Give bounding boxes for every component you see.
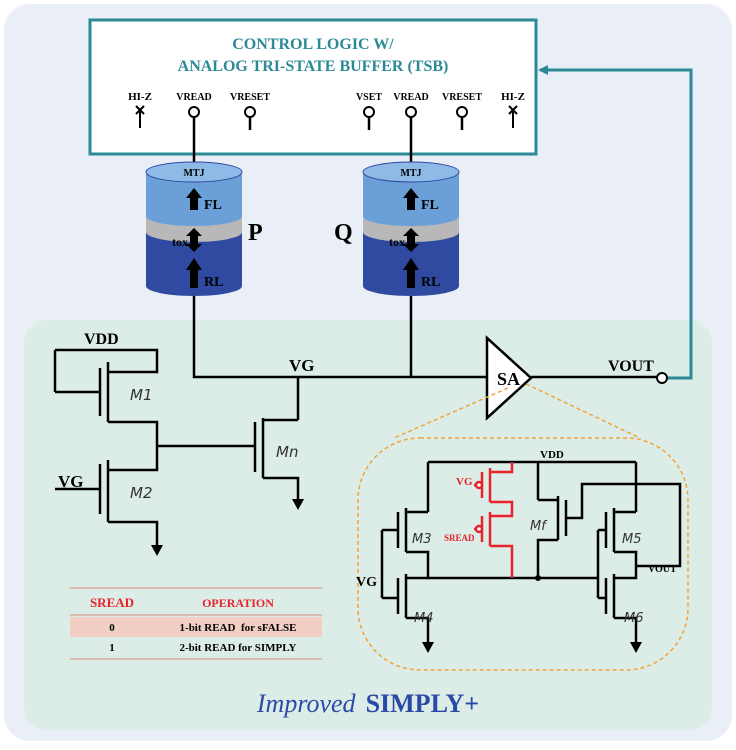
ground-arrows bbox=[151, 499, 304, 556]
vreset-terminal-left bbox=[244, 106, 256, 130]
inner-panel bbox=[24, 320, 712, 730]
footer-bold: SIMPLY+ bbox=[366, 689, 480, 718]
terminal-label-hiz-right: HI-Z bbox=[501, 91, 525, 103]
sa-vg-red-label: VG bbox=[456, 476, 473, 488]
mtj-q-rl: RL bbox=[421, 275, 440, 290]
vg-input-label: VG bbox=[58, 472, 84, 491]
terminal-label-vset: VSET bbox=[356, 92, 382, 103]
terminal-label-hiz-left: HI-Z bbox=[128, 91, 152, 103]
footer-title: Improved SIMPLY+ bbox=[256, 689, 479, 718]
mtj-q-label: MTJ bbox=[400, 168, 421, 179]
feedback-path bbox=[538, 65, 693, 380]
sense-amplifier: SA bbox=[485, 335, 533, 421]
table-row-1-sread: 0 bbox=[109, 622, 115, 634]
terminal-label-vread-left: VREAD bbox=[176, 92, 212, 103]
table-row-1-operation: 1-bit READ for sFALSE bbox=[180, 622, 297, 634]
hiz-terminal-right bbox=[508, 105, 518, 128]
table-row-2-operation: 2-bit READ for SIMPLY bbox=[179, 642, 296, 654]
mtj-q-name: Q bbox=[334, 220, 353, 246]
sa-m6-label: M6 bbox=[624, 611, 644, 626]
sa-detail-wiring bbox=[380, 460, 682, 643]
mtj-q-fl: FL bbox=[421, 198, 439, 213]
mtj-p-fl: FL bbox=[204, 198, 222, 213]
control-logic-title-2: ANALOG TRI-STATE BUFFER (TSB) bbox=[178, 58, 449, 75]
vreset-terminal-right bbox=[456, 106, 468, 130]
hiz-terminal-left bbox=[135, 105, 145, 128]
footer-italic: Improved bbox=[256, 689, 357, 718]
sa-detail-grounds bbox=[422, 642, 642, 653]
mtj-p-name: P bbox=[248, 220, 263, 246]
table-header-sread: SREAD bbox=[90, 595, 134, 610]
terminal-label-vreset-left: VRESET bbox=[230, 92, 270, 103]
control-logic-block: CONTROL LOGIC W/ ANALOG TRI-STATE BUFFER… bbox=[88, 18, 538, 156]
sa-junction-dot bbox=[535, 575, 541, 581]
sa-vg-left-label: VG bbox=[356, 575, 377, 590]
sread-table: SREAD OPERATION 0 1-bit READ for sFALSE … bbox=[70, 587, 322, 660]
sa-sread-red-label: SREAD bbox=[444, 533, 475, 543]
sa-red-transistors bbox=[474, 462, 514, 578]
main-wiring bbox=[53, 296, 657, 546]
terminal-label-vread-right: VREAD bbox=[393, 92, 429, 103]
mtj-q-tox: tox bbox=[389, 235, 405, 249]
m2-label: M2 bbox=[130, 484, 153, 502]
mtj-p-rl: RL bbox=[204, 275, 223, 290]
mn-label: Mn bbox=[276, 443, 298, 461]
vread-terminal-left bbox=[188, 106, 200, 154]
sa-vout-label: VOUT bbox=[648, 564, 677, 575]
vout-terminal bbox=[656, 372, 668, 384]
table-header-operation: OPERATION bbox=[202, 596, 274, 610]
sa-vdd-label: VDD bbox=[540, 449, 564, 461]
mtj-q: MTJ FL tox RL Q bbox=[334, 154, 460, 296]
sa-m5-label: M5 bbox=[622, 532, 642, 547]
mtj-p-label: MTJ bbox=[183, 168, 204, 179]
table-row-shade bbox=[70, 617, 322, 637]
vread-terminal-right bbox=[405, 106, 417, 154]
vg-node-label: VG bbox=[289, 356, 315, 375]
mtj-p: MTJ FL tox RL P bbox=[145, 154, 263, 296]
sa-label: SA bbox=[497, 369, 520, 389]
vset-terminal bbox=[363, 106, 375, 130]
sa-m3-label: M3 bbox=[412, 532, 432, 547]
mtj-p-tox: tox bbox=[172, 235, 188, 249]
control-logic-title-1: CONTROL LOGIC W/ bbox=[232, 36, 394, 53]
vdd-label: VDD bbox=[84, 331, 119, 348]
zoom-callout bbox=[357, 383, 689, 671]
sa-m4-label: M4 bbox=[414, 611, 434, 626]
m1-label: M1 bbox=[130, 386, 153, 404]
table-row-2-sread: 1 bbox=[109, 642, 115, 654]
terminal-label-vreset-right: VRESET bbox=[442, 92, 482, 103]
vout-label: VOUT bbox=[608, 358, 654, 375]
sa-mf-label: Mf bbox=[530, 519, 548, 534]
